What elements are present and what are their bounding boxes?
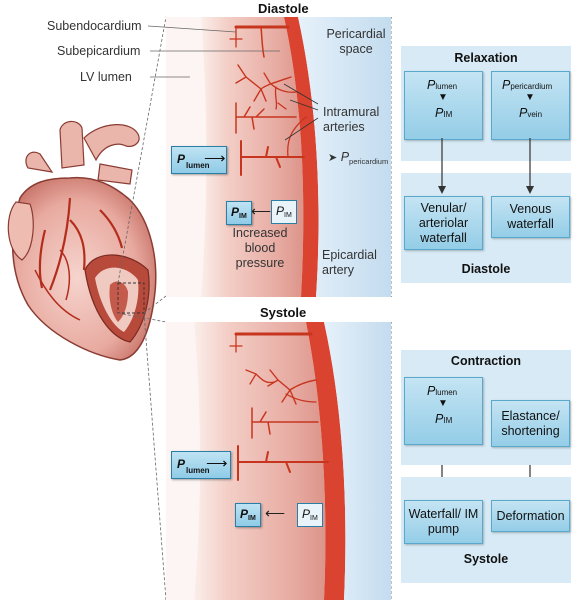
contract-left-result-text: Waterfall/ IM pump (408, 507, 479, 536)
systole-p-lumen-box: P lumen ⟶ (171, 451, 231, 479)
arrow-left-icon: ➤ (328, 152, 338, 164)
systole-title: Systole (260, 305, 307, 320)
p-im-right-sub: IM (310, 515, 318, 522)
arrow-left-icon: ⟵ (251, 203, 272, 219)
p-lumen-sub: lumen (186, 466, 210, 475)
p-lumen-main: P (177, 457, 186, 471)
p-pericardium-sub: pericardium (349, 157, 389, 166)
relax-left-result: Venular/ arteriolar waterfall (404, 196, 483, 250)
relax-right-result-text: Venous waterfall (507, 202, 554, 231)
arrow-down-icon: ▼ (438, 92, 448, 103)
arrow-right-icon: ⟶ (204, 150, 226, 167)
contract-right-result-text: Deformation (496, 508, 565, 523)
contraction-title: Contraction (450, 354, 522, 368)
relax-right-bot: P (519, 106, 528, 120)
relax-right-top: P (502, 78, 511, 92)
arrow-down-icon: ▼ (438, 398, 448, 409)
contract-left-bot-sub: IM (443, 416, 453, 425)
subendocardium-label: Subendocardium (47, 19, 142, 33)
systole-p-im-right-box: P IM (297, 503, 323, 527)
increased-bp-label: Increased blood pressure (232, 226, 288, 270)
relax-left-box: Plumen ▼ PIM (404, 71, 483, 140)
arrow-right-icon: ⟶ (206, 455, 228, 472)
arrow-left-icon: ⟵ (265, 505, 286, 521)
systole-wall (166, 322, 392, 600)
contract-left-top-sub: lumen (435, 388, 458, 397)
relax-left-bot: P (435, 106, 444, 120)
subepicardium-label: Subepicardium (57, 44, 141, 58)
relax-right-top-sub: pericardium (510, 82, 553, 91)
intramural-arteries-label: Intramural arteries (323, 105, 380, 134)
p-im-left-main: P (231, 205, 240, 219)
contract-left-box: Plumen ▼ PIM (404, 377, 483, 445)
contract-right-box: Elastance/ shortening (491, 400, 570, 447)
systole-p-im-left-box: P IM (235, 503, 261, 527)
contract-right-box-text: Elastance/ shortening (501, 408, 560, 438)
diastole-p-im-right-box: P IM (271, 200, 297, 224)
contract-left-bot: P (435, 412, 444, 426)
pericardial-space-label: Pericardial space (326, 27, 386, 56)
contract-right-result: Deformation (491, 500, 570, 532)
relaxation-title: Relaxation (454, 51, 518, 65)
p-lumen-sub: lumen (186, 161, 210, 170)
diastole-p-lumen-box: P lumen ⟶ (171, 146, 227, 174)
epicardial-artery-label: Epicardial artery (322, 248, 377, 277)
systole-footer: Systole (463, 552, 509, 566)
contract-left-top: P (427, 384, 436, 398)
p-lumen-main: P (177, 152, 186, 166)
lv-lumen-label: LV lumen (80, 70, 132, 84)
relax-right-box: Ppericardium ▼ Pvein (491, 71, 570, 140)
p-im-right-main: P (302, 507, 311, 521)
p-pericardium-label: ➤ Ppericardium (328, 150, 388, 166)
heart-illustration (7, 120, 157, 361)
p-im-right-main: P (276, 204, 285, 218)
relax-left-bot-sub: IM (443, 110, 453, 119)
p-im-left-main: P (240, 507, 249, 521)
p-im-left-sub: IM (248, 515, 256, 522)
arrow-down-icon: ▼ (525, 92, 535, 103)
p-im-left-sub: IM (239, 213, 247, 220)
relax-left-result-text: Venular/ arteriolar waterfall (418, 200, 469, 245)
relax-left-top-sub: lumen (435, 82, 458, 91)
diastole-title: Diastole (258, 1, 309, 16)
contract-left-result: Waterfall/ IM pump (404, 500, 483, 544)
relax-right-bot-sub: vein (527, 110, 543, 119)
relax-right-result: Venous waterfall (491, 196, 570, 238)
p-im-right-sub: IM (284, 212, 292, 219)
diastole-p-im-left-box: P IM (226, 201, 252, 225)
diastole-footer: Diastole (461, 262, 511, 276)
relax-left-top: P (427, 78, 436, 92)
p-pericardium-main: P (340, 150, 350, 164)
